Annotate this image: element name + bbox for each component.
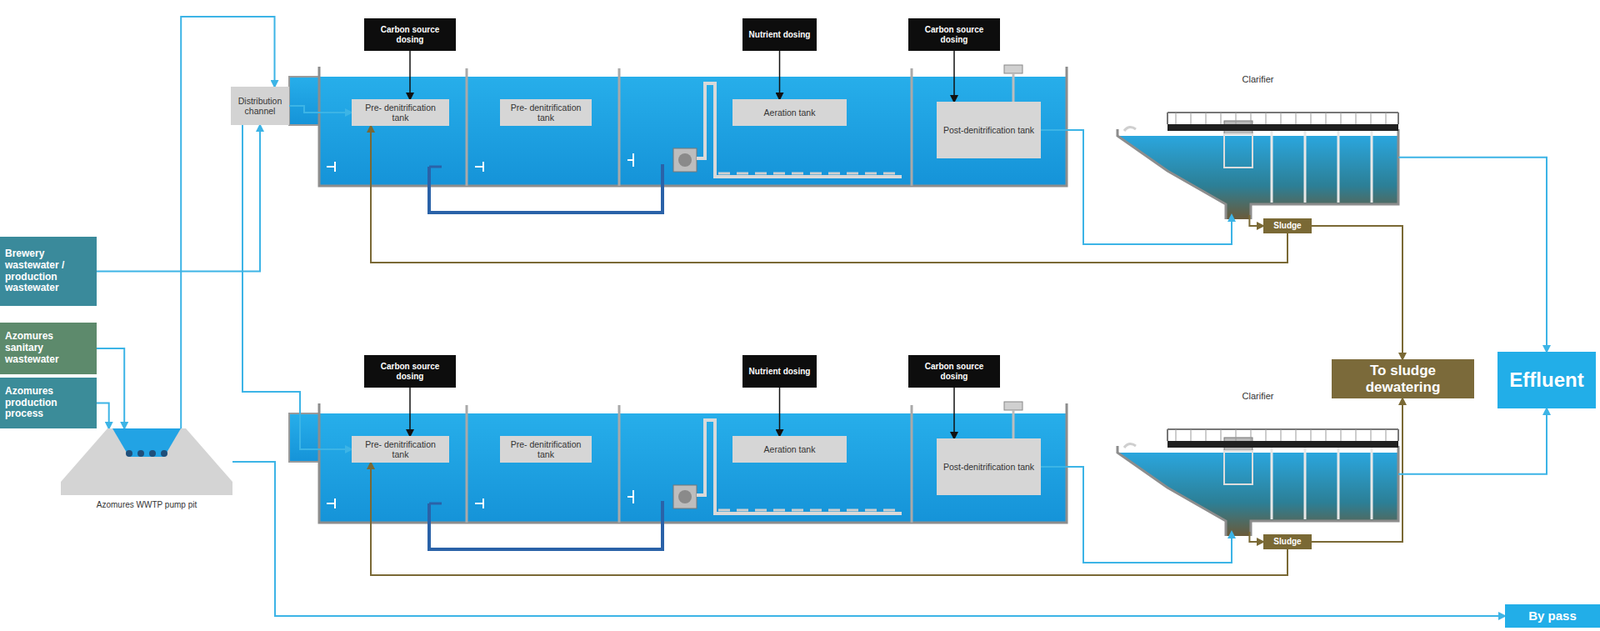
node-text: Pre- denitrification tank — [355, 102, 445, 123]
flow-line — [370, 462, 1288, 575]
node-text: Carbon source dosing — [368, 25, 452, 45]
flow-line — [232, 461, 1505, 616]
flow-line — [180, 16, 275, 429]
node-text: Nutrient dosing — [749, 366, 811, 377]
flow-line — [96, 125, 260, 272]
tank-label: Post-denitrification tank — [936, 438, 1041, 495]
node-text: Carbon source dosing — [368, 361, 452, 381]
node-text: Carbon source dosing — [912, 25, 996, 45]
node-text: Sludge — [1273, 536, 1301, 547]
node-text: Post-denitrification tank — [943, 461, 1035, 472]
flow-line — [953, 387, 955, 439]
node-text: Aeration tank — [764, 444, 816, 455]
node-text: Clarifier — [1242, 390, 1275, 402]
flow-line — [1398, 157, 1547, 352]
node-text: Pre- denitrification tank — [355, 439, 445, 460]
sludge-box: Sludge — [1263, 218, 1312, 234]
node-text: Nutrient dosing — [749, 30, 811, 40]
node-text: To sludge dewatering — [1336, 362, 1470, 395]
source-box: Brewery wastewater / production wastewat… — [0, 236, 97, 306]
flow-line — [779, 50, 781, 100]
flow-line — [370, 125, 1288, 263]
flow-line — [1249, 215, 1264, 226]
flow-line — [1249, 531, 1264, 542]
flow-line — [1398, 408, 1547, 475]
node-text: Distribution channel — [235, 95, 285, 116]
flow-line — [409, 50, 411, 100]
node-text: Carbon source dosing — [912, 361, 996, 381]
dosing-box: Nutrient dosing — [742, 18, 817, 51]
flow-line — [1040, 466, 1232, 563]
flow-line — [96, 348, 125, 429]
pump-pit: Azomures WWTP pump pit — [60, 428, 233, 495]
node-text: Azomures production process — [5, 385, 92, 420]
node-text: Pre- denitrification tank — [504, 102, 588, 123]
node-text: Sludge — [1273, 220, 1301, 231]
node-text: Azomures WWTP pump pit — [60, 500, 233, 510]
dewatering-box: To sludge dewatering — [1331, 359, 1475, 399]
node-text: Effluent — [1509, 368, 1584, 392]
dosing-box: Carbon source dosing — [364, 355, 456, 388]
tank-label: Pre- denitrification tank — [351, 99, 450, 126]
dosing-box: Carbon source dosing — [908, 18, 1000, 51]
clarifier: Clarifier — [1117, 387, 1399, 532]
node-text: Brewery wastewater / production wastewat… — [5, 248, 92, 295]
dosing-box: Nutrient dosing — [742, 355, 817, 388]
flow-line — [409, 387, 411, 436]
node-text: Clarifier — [1242, 74, 1275, 85]
flow-line — [1311, 225, 1403, 360]
flow-line — [953, 50, 955, 102]
pit-shape — [60, 428, 233, 495]
tank-label: Pre- denitrification tank — [500, 99, 592, 126]
sludge-box: Sludge — [1263, 534, 1312, 550]
clarifier: Clarifier — [1117, 70, 1399, 215]
flow-line — [1040, 130, 1232, 245]
source-box: Azomures production process — [0, 377, 97, 429]
flow-line — [242, 125, 352, 450]
tank-label: Pre- denitrification tank — [351, 435, 450, 463]
node-text: Aeration tank — [764, 107, 816, 118]
node-text: Pre- denitrification tank — [504, 439, 588, 460]
source-box: Azomures sanitary wastewater — [0, 322, 97, 375]
dosing-box: Carbon source dosing — [364, 18, 456, 51]
node-text: Post-denitrification tank — [943, 125, 1035, 135]
flow-line — [289, 105, 352, 113]
tank-label: Post-denitrification tank — [936, 101, 1041, 159]
tank-label: Aeration tank — [732, 99, 847, 126]
node-text: By pass — [1528, 608, 1577, 623]
flow-line — [96, 403, 110, 430]
flow-line — [1311, 398, 1403, 542]
tank-label: Pre- denitrification tank — [500, 435, 592, 463]
effluent-box: Effluent — [1497, 351, 1596, 409]
flow-line — [779, 387, 781, 436]
channel-label: Distribution channel — [230, 86, 290, 125]
tank-label: Aeration tank — [732, 435, 847, 463]
bypass-box: By pass — [1505, 604, 1600, 628]
dosing-box: Carbon source dosing — [908, 355, 1000, 388]
node-text: Azomures sanitary wastewater — [5, 330, 92, 365]
